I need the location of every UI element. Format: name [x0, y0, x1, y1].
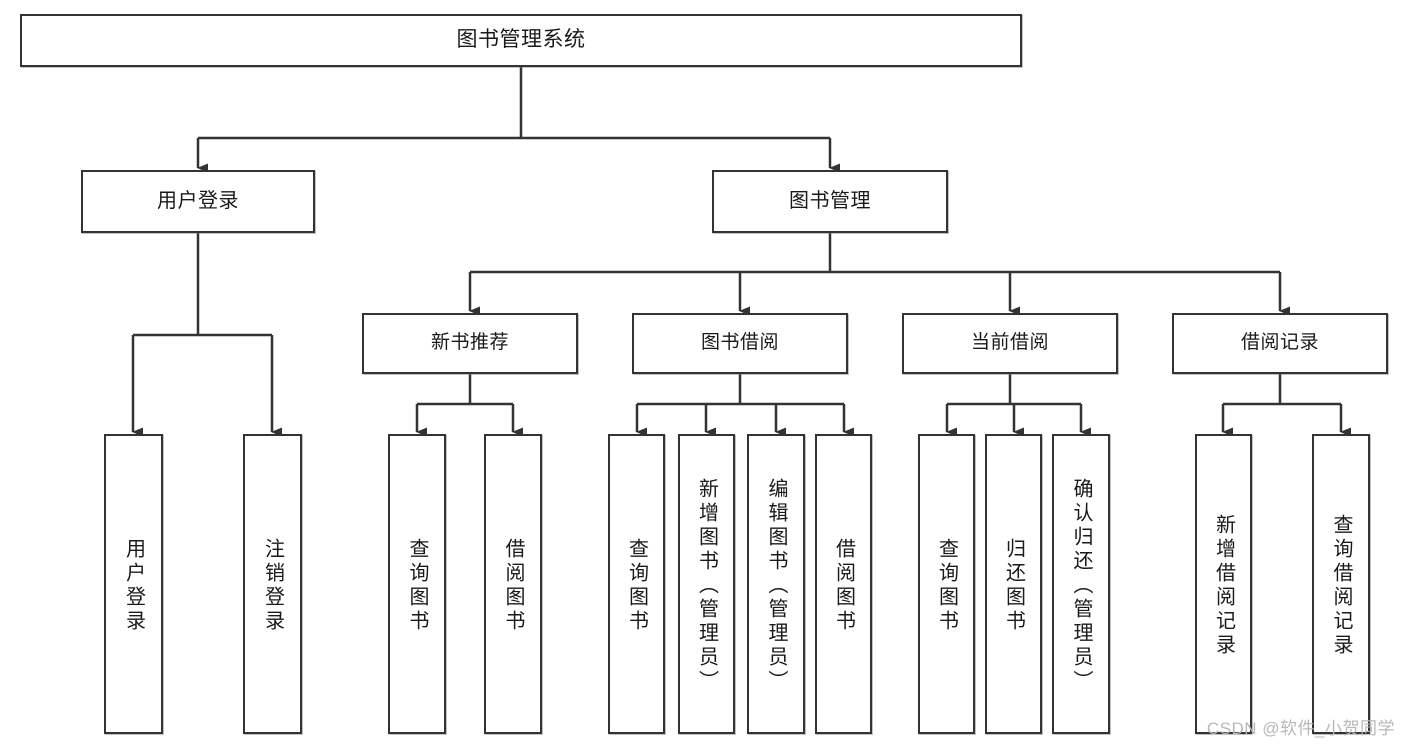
node-book-borrow[interactable]: 图书借阅 — [632, 313, 848, 374]
node-label: 归还图书 — [1002, 538, 1025, 634]
leaf-node-leaf-add-record[interactable]: 新增借阅记录 — [1195, 434, 1252, 734]
node-user-login[interactable]: 用户登录 — [81, 170, 315, 233]
node-label: 查询图书 — [935, 538, 958, 634]
leaf-node-leaf-borrow-book-2[interactable]: 借阅图书 — [815, 434, 872, 734]
csdn-watermark: CSDN @软件_小贺同学 — [1206, 719, 1395, 738]
node-label: 用户登录 — [157, 189, 239, 212]
node-label: 用户登录 — [122, 538, 145, 634]
node-label: 确认归还（管理员） — [1070, 478, 1092, 694]
node-root[interactable]: 图书管理系统 — [20, 14, 1022, 67]
node-label: 图书借阅 — [700, 332, 779, 354]
node-label: 图书管理 — [789, 189, 871, 212]
node-label: 新增图书（管理员） — [695, 478, 718, 694]
leaf-node-leaf-confirm-return[interactable]: 确认归还（管理员） — [1052, 434, 1110, 734]
node-label: 新书推荐 — [430, 332, 509, 354]
node-label: 注销登录 — [261, 538, 284, 634]
leaf-node-leaf-user-logout[interactable]: 注销登录 — [243, 434, 302, 734]
leaf-node-leaf-return-book[interactable]: 归还图书 — [985, 434, 1042, 734]
node-label: 借阅记录 — [1240, 332, 1319, 354]
leaf-node-leaf-borrow-book-1[interactable]: 借阅图书 — [484, 434, 542, 734]
node-label: 借阅图书 — [502, 538, 524, 634]
leaf-node-leaf-query-book-1[interactable]: 查询图书 — [388, 434, 446, 734]
node-label: 编辑图书（管理员） — [765, 478, 787, 694]
node-label: 新增借阅记录 — [1212, 514, 1235, 658]
leaf-node-leaf-query-book-3[interactable]: 查询图书 — [918, 434, 975, 734]
leaf-node-leaf-query-record[interactable]: 查询借阅记录 — [1312, 434, 1370, 734]
node-borrow-record[interactable]: 借阅记录 — [1172, 313, 1388, 374]
leaf-node-leaf-add-book[interactable]: 新增图书（管理员） — [678, 434, 735, 734]
node-label: 当前借阅 — [970, 332, 1049, 354]
leaf-node-leaf-query-book-2[interactable]: 查询图书 — [608, 434, 665, 734]
leaf-node-leaf-user-login[interactable]: 用户登录 — [104, 434, 163, 734]
node-new-book-recommend[interactable]: 新书推荐 — [362, 313, 578, 374]
node-label: 图书管理系统 — [456, 28, 586, 52]
node-book-manage[interactable]: 图书管理 — [712, 170, 948, 233]
node-current-borrow[interactable]: 当前借阅 — [902, 313, 1118, 374]
node-label: 查询图书 — [406, 538, 428, 634]
node-label: 借阅图书 — [832, 538, 855, 634]
leaf-node-leaf-edit-book[interactable]: 编辑图书（管理员） — [747, 434, 805, 734]
node-label: 查询借阅记录 — [1330, 514, 1352, 658]
node-label: 查询图书 — [625, 538, 648, 634]
